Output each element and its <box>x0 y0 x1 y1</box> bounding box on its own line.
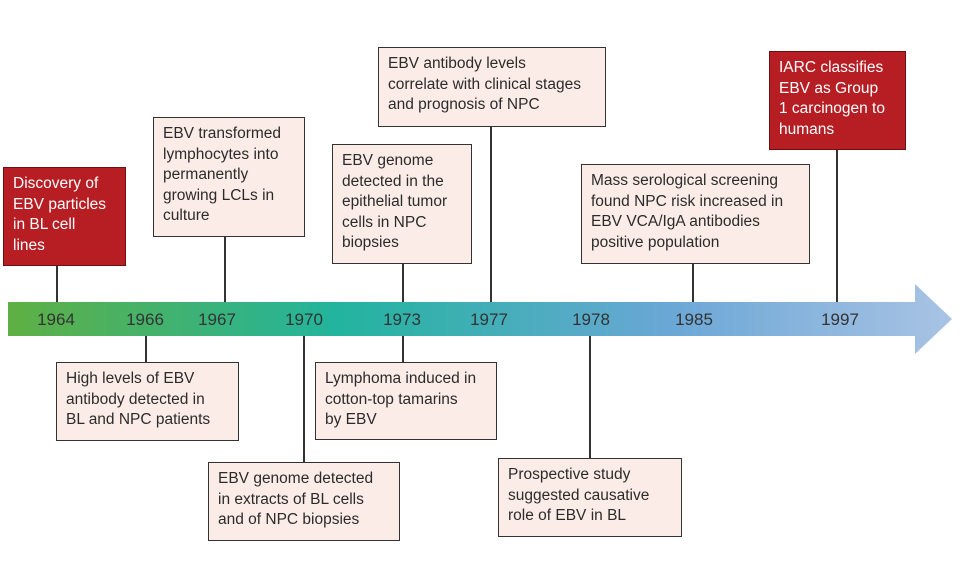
stem-1978 <box>589 336 591 458</box>
stem-1966 <box>145 336 147 362</box>
stem-1973-up <box>402 264 404 302</box>
event-box-1985: Mass serological screening found NPC ris… <box>581 164 810 264</box>
stem-1977 <box>490 127 492 302</box>
event-text: Lymphoma induced in cotton-top tamarins … <box>325 370 477 428</box>
stem-1973-down <box>402 336 404 362</box>
event-box-1970: EBV genome detected in extracts of BL ce… <box>208 462 400 541</box>
event-text: IARC classifies EBV as Group 1 carcinoge… <box>779 59 885 138</box>
event-text: High levels of EBV antibody detected in … <box>66 370 211 428</box>
event-text: Discovery of EBV particles in BL cell li… <box>13 175 107 254</box>
year-label: 1967 <box>198 310 236 329</box>
stem-1964 <box>56 266 58 302</box>
year-label: 1970 <box>285 310 323 329</box>
event-text: Prospective study suggested causative ro… <box>508 466 650 524</box>
stem-1997 <box>836 150 838 302</box>
year-label: 1964 <box>37 310 75 329</box>
event-box-1997: IARC classifies EBV as Group 1 carcinoge… <box>769 51 906 150</box>
year-label: 1977 <box>470 310 508 329</box>
event-text: Mass serological screening found NPC ris… <box>591 172 784 251</box>
stem-1967 <box>224 237 226 302</box>
event-box-1964: Discovery of EBV particles in BL cell li… <box>3 167 126 266</box>
event-text: EBV antibody levels correlate with clini… <box>388 55 581 113</box>
stem-1970 <box>303 336 305 462</box>
stem-1985 <box>692 264 694 302</box>
event-text: EBV genome detected in extracts of BL ce… <box>218 470 374 528</box>
event-box-1967: EBV transformed lymphocytes into permane… <box>153 117 305 237</box>
year-label: 1985 <box>675 310 713 329</box>
event-text: EBV transformed lymphocytes into permane… <box>163 125 282 224</box>
year-label: 1997 <box>821 310 859 329</box>
year-label: 1978 <box>572 310 610 329</box>
event-box-1973-upper: EBV genome detected in the epithelial tu… <box>332 144 472 264</box>
year-label: 1966 <box>126 310 164 329</box>
year-label: 1973 <box>383 310 421 329</box>
event-text: EBV genome detected in the epithelial tu… <box>342 152 448 251</box>
event-box-1978: Prospective study suggested causative ro… <box>498 458 682 537</box>
event-box-1966: High levels of EBV antibody detected in … <box>56 362 239 441</box>
event-box-1977: EBV antibody levels correlate with clini… <box>378 47 606 127</box>
event-box-1973-lower: Lymphoma induced in cotton-top tamarins … <box>315 362 497 440</box>
